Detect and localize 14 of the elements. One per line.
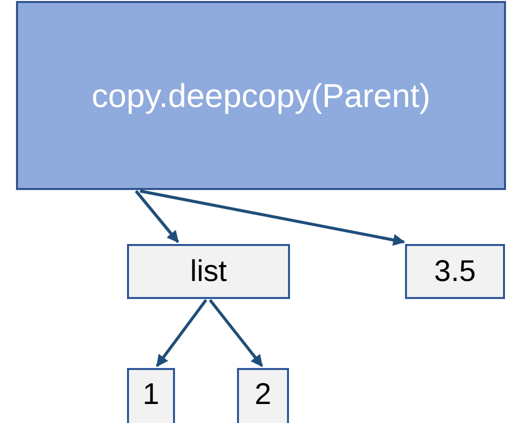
arrow (156, 299, 208, 367)
node-label: list (190, 254, 227, 288)
value-box (237, 368, 289, 423)
arrow (208, 299, 264, 367)
node-label: 2 (254, 378, 272, 412)
node-label: 3.5 (434, 254, 476, 288)
process-box (16, 1, 506, 190)
node-label: copy.deepcopy(Parent) (92, 76, 430, 114)
value-box (405, 244, 505, 299)
value-box (127, 368, 175, 423)
value-box (127, 244, 290, 299)
arrow (140, 190, 406, 246)
arrow (134, 190, 180, 243)
node-label: 1 (142, 378, 160, 412)
